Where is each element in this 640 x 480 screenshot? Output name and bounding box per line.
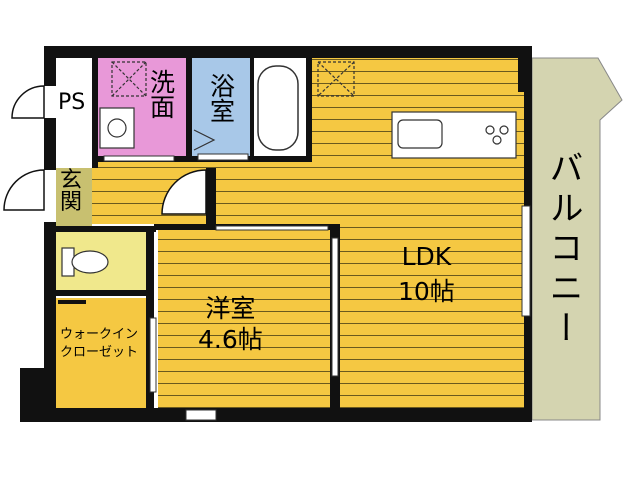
- balcony-label: バルコニー: [543, 150, 583, 350]
- walk-in-closet-label: ウォークイン クローゼット: [60, 327, 139, 360]
- entrance-label: 玄 関: [60, 168, 83, 215]
- fridge-space: [317, 61, 355, 97]
- bath-area: [192, 58, 250, 158]
- western-room-label: 洋室 4.6帖: [198, 294, 263, 354]
- toilet-fixture: [61, 247, 109, 277]
- kitchen-counter: [391, 111, 517, 159]
- doors: [3, 85, 207, 215]
- entrance-area: [56, 168, 92, 226]
- ldk-label: LDK 10帖: [398, 242, 455, 306]
- bathtub: [257, 65, 299, 151]
- wash-basin: [99, 107, 135, 149]
- pipe-space-area: [56, 84, 92, 118]
- western-room-floor: [158, 230, 334, 408]
- washer-space: [111, 61, 147, 97]
- walk-in-closet-floor: [56, 298, 146, 408]
- bath-label: 浴 室: [210, 72, 236, 126]
- sliding-doors: [103, 153, 531, 421]
- closet-shelf: [58, 300, 86, 304]
- ldk-floor: [312, 58, 524, 408]
- washroom-label: 洗 面: [150, 68, 176, 122]
- pipe-space-label: PS: [58, 90, 86, 115]
- bath-door-arrow: [193, 129, 216, 151]
